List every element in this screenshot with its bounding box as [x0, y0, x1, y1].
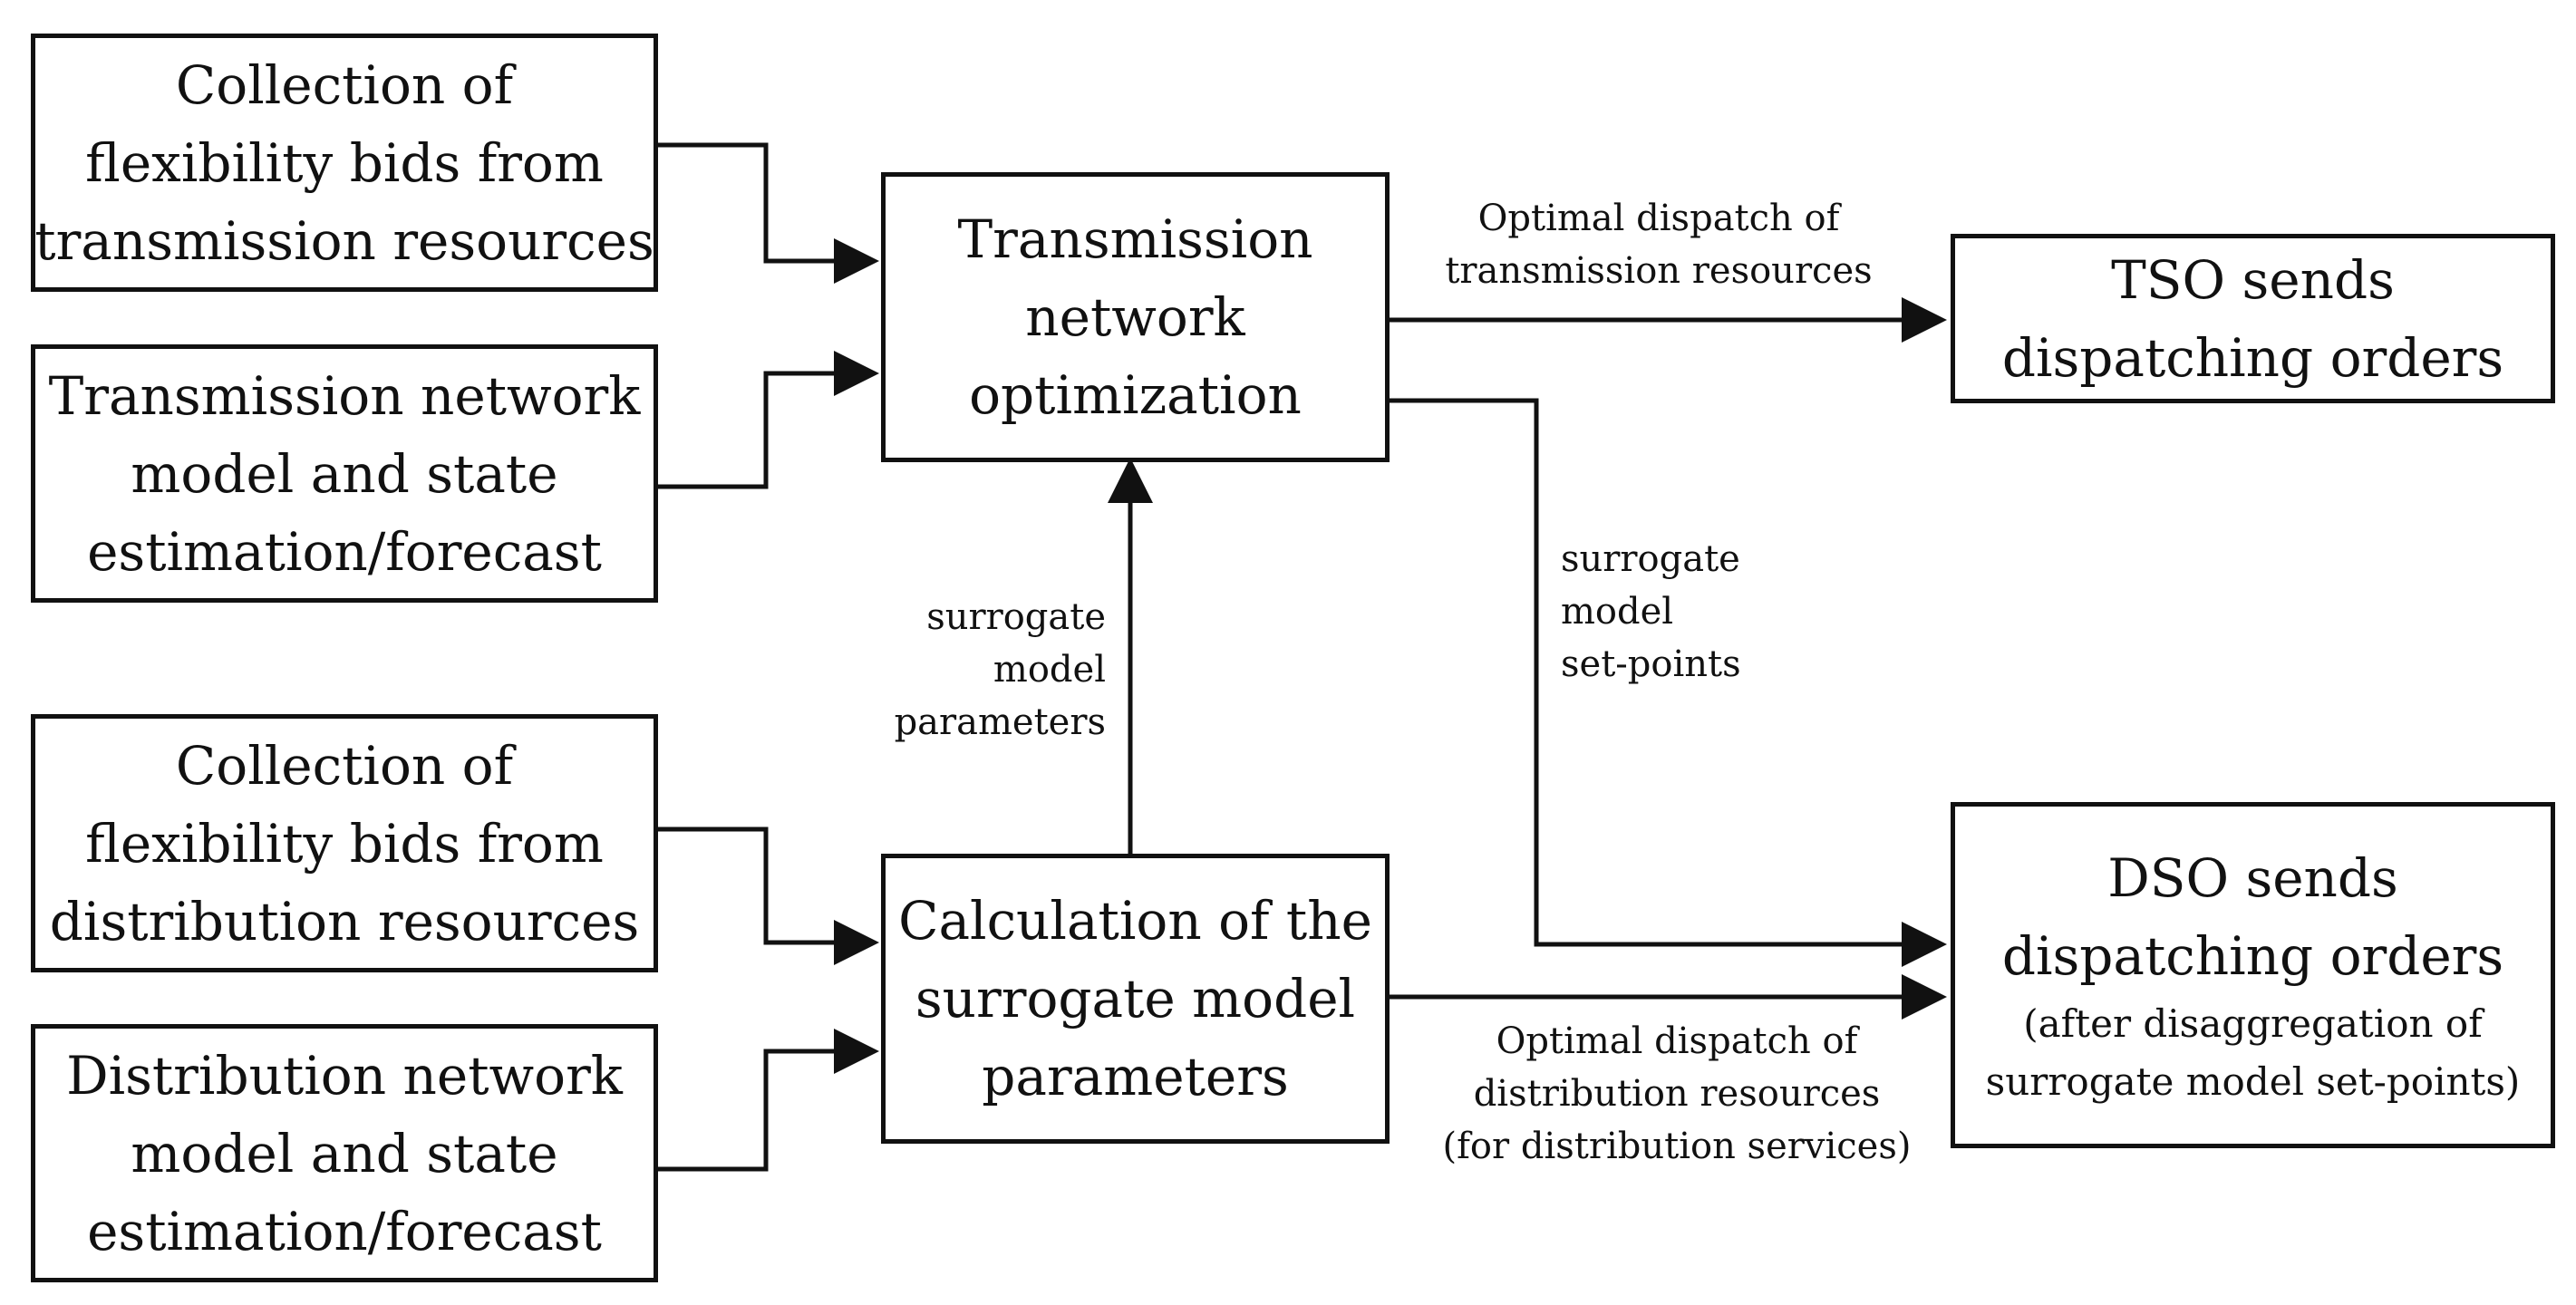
box-text-line: surrogate model — [915, 968, 1356, 1030]
label-text-line: (for distribution services) — [1442, 1126, 1912, 1167]
box-text-line: Transmission network — [48, 364, 641, 427]
surrogate-setpoints-label: surrogate model set-points — [1561, 533, 1815, 691]
label-text-line: surrogate — [926, 596, 1106, 638]
box-text-line: DSO sends — [2107, 847, 2398, 909]
box-text-line: estimation/forecast — [87, 520, 602, 583]
transmission-bids-box: Collection of flexibility bids from tran… — [31, 34, 658, 292]
box-text-line: dispatching orders — [2001, 925, 2504, 987]
transmission-dispatch-label: Optimal dispatch of transmission resourc… — [1414, 192, 1903, 297]
label-text-line: distribution resources — [1473, 1073, 1881, 1115]
box-note-line: surrogate model set-points) — [1985, 1059, 2521, 1104]
box-text-line: estimation/forecast — [87, 1200, 602, 1262]
box-text-line: distribution resources — [49, 890, 640, 952]
arrow-transmission-bids-to-optimization — [658, 142, 879, 284]
box-text-line: parameters — [982, 1046, 1289, 1107]
dso-output-box: DSO sends dispatching orders (after disa… — [1951, 802, 2555, 1148]
box-text-line: Collection of — [175, 734, 514, 797]
tso-output-box: TSO sends dispatching orders — [1951, 234, 2555, 403]
box-text-line: optimization — [969, 364, 1302, 426]
arrow-distribution-model-to-calculation — [658, 1029, 879, 1172]
box-text-line: model and state — [131, 442, 558, 505]
transmission-model-box: Transmission network model and state est… — [31, 344, 658, 603]
box-note-line: (after disaggregation of — [2023, 1001, 2483, 1046]
box-text-line: transmission resources — [34, 209, 654, 272]
box-text-line: dispatching orders — [2001, 326, 2504, 389]
distribution-model-box: Distribution network model and state est… — [31, 1024, 658, 1282]
arrow-distribution-bids-to-calculation — [658, 826, 879, 965]
surrogate-parameters-label: surrogate model parameters — [852, 591, 1106, 749]
distribution-bids-box: Collection of flexibility bids from dist… — [31, 714, 658, 972]
arrow-optimization-to-dso — [1390, 398, 1947, 967]
distribution-dispatch-label: Optimal dispatch of distribution resourc… — [1414, 1015, 1940, 1173]
label-text-line: Optimal dispatch of — [1477, 198, 1840, 239]
label-text-line: parameters — [894, 701, 1106, 743]
box-text-line: TSO sends — [2111, 248, 2395, 311]
label-text-line: Optimal dispatch of — [1496, 1020, 1858, 1062]
box-text-line: model and state — [131, 1122, 558, 1184]
box-text-line: Distribution network — [66, 1044, 623, 1107]
arrow-transmission-model-to-optimization — [658, 351, 879, 489]
label-text-line: surrogate — [1561, 538, 1740, 580]
box-text-line: Calculation of the — [898, 890, 1372, 952]
box-text-line: flexibility bids from — [85, 131, 604, 194]
label-text-line: transmission resources — [1445, 250, 1873, 292]
box-text-line: Transmission — [957, 208, 1313, 270]
box-text-line: flexibility bids from — [85, 812, 604, 875]
label-text-line: model — [1561, 591, 1674, 633]
surrogate-calculation-box: Calculation of the surrogate model param… — [881, 854, 1390, 1144]
transmission-optimization-box: Transmission network optimization — [881, 172, 1390, 462]
label-text-line: set-points — [1561, 643, 1741, 685]
box-text-line: Collection of — [175, 53, 514, 116]
label-text-line: model — [993, 649, 1106, 691]
box-text-line: network — [1025, 286, 1245, 348]
